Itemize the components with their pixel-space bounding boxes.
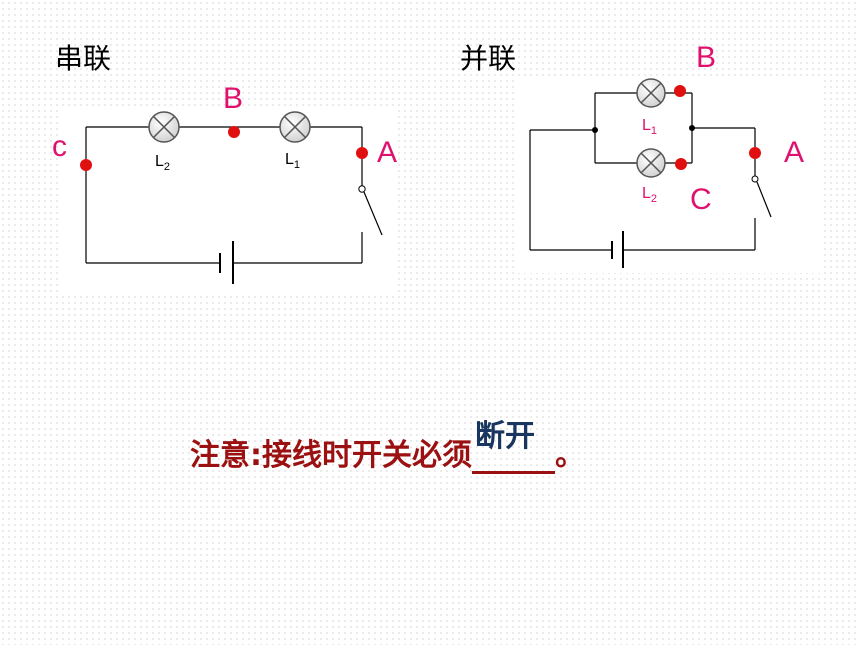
series-lamp-l2-label: L2 [155,153,170,173]
series-title: 串联 [55,42,111,75]
series-point-c-label: c [52,130,67,163]
parallel-point-c-dot [675,158,687,170]
series-battery-icon [219,241,234,284]
parallel-panel [515,78,820,273]
parallel-point-a-label: A [784,136,804,169]
parallel-point-b-label: B [696,41,716,74]
series-point-a-label: A [377,136,397,169]
answer-blank: 断开 [472,419,555,474]
note-suffix: 。 [555,438,585,473]
series-lamp-l1-label: L1 [285,151,300,171]
parallel-junction-right [689,125,695,131]
series-circuit: 串联 [52,42,398,295]
parallel-point-b-dot [674,85,686,97]
parallel-lamp-l1-icon [636,78,666,108]
parallel-point-c-label: C [690,183,712,216]
note-line: 注意:接线时开关必须断开。 [190,419,585,474]
parallel-battery-icon [611,231,624,268]
series-point-b-dot [228,126,240,138]
series-point-a-dot [356,147,368,159]
series-lamp-l2-icon [148,111,180,143]
answer-text: 断开 [475,419,535,454]
parallel-junction-left [592,127,598,133]
series-switch [358,185,383,236]
series-lamp-l1-icon [279,111,311,143]
series-panel [58,110,398,295]
series-point-c-dot [80,159,92,171]
parallel-switch [751,175,772,218]
parallel-lamp-l2-icon [636,148,666,178]
parallel-lamp-l2-label: L2 [642,185,657,205]
parallel-circuit: 并联 [460,41,820,273]
parallel-point-a-dot [749,147,761,159]
parallel-lamp-l1-label: L1 [642,117,657,137]
series-point-b-label: B [223,82,243,115]
parallel-title: 并联 [460,42,516,75]
note-prefix: 注意:接线时开关必须 [190,438,472,473]
